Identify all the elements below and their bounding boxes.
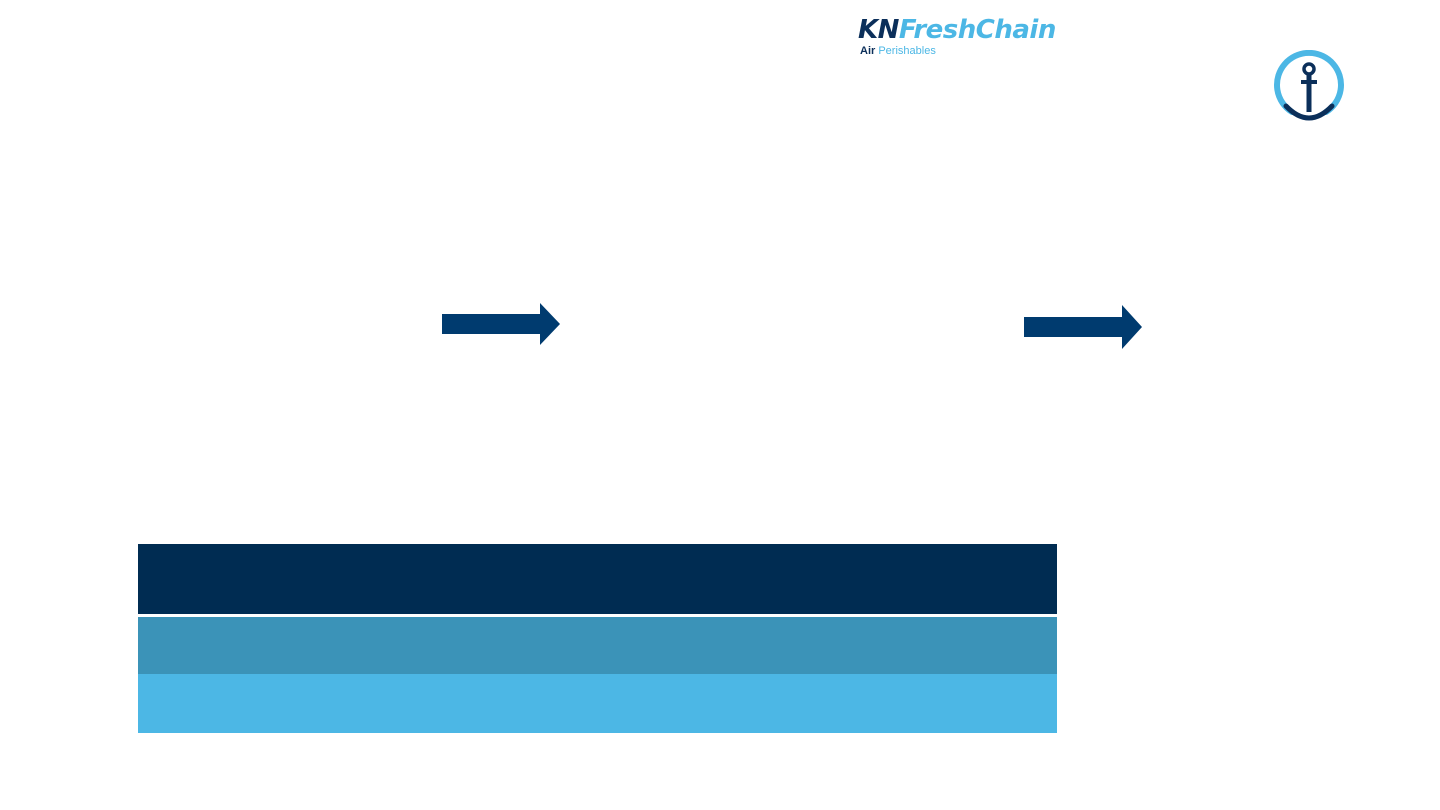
logo-sub-perishables: Perishables [878,45,936,57]
logo-kn-text: KN [858,15,899,45]
logo-freshchain-text: FreshChain [898,15,1056,45]
teal-band [138,617,1057,674]
light-blue-band [138,674,1057,733]
logo-sub-air: Air [860,45,876,57]
logo-subtitle: Air Perishables [860,44,936,58]
brand-logo: KNFreshChain Air Perishables [858,15,1148,61]
arrow-right-icon [442,303,560,345]
anchor-icon [1274,50,1344,121]
logo-wordmark: KNFreshChain [858,15,1056,45]
arrow-right-icon [1024,305,1142,349]
navy-band [138,544,1057,614]
